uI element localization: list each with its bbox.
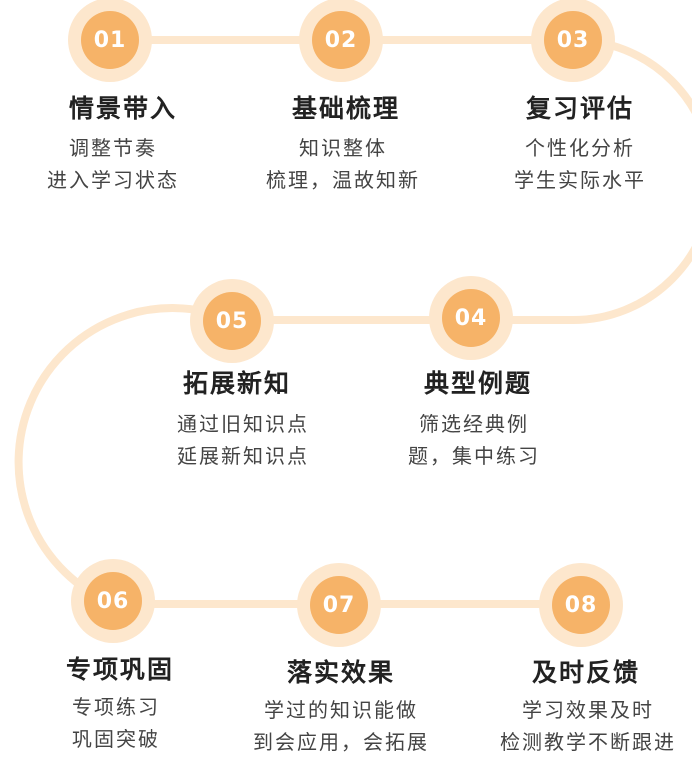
step-03-number: 03 bbox=[544, 11, 602, 69]
step-05-title: 拓展新知 bbox=[182, 369, 292, 398]
step-06-badge: 06 bbox=[71, 559, 155, 643]
step-08-desc-line-2: 检测教学不断跟进 bbox=[500, 730, 676, 754]
step-04-desc-line-1: 筛选经典例 bbox=[419, 412, 529, 436]
step-04-badge: 04 bbox=[429, 276, 513, 360]
step-02-description: 知识整体 梳理，温故知新 bbox=[266, 132, 420, 196]
step-01-description: 调整节奏 进入学习状态 bbox=[47, 132, 179, 196]
step-07-desc-line-1: 学过的知识能做 bbox=[264, 698, 418, 722]
step-05-desc-line-2: 延展新知识点 bbox=[177, 444, 309, 468]
step-07-badge: 07 bbox=[297, 563, 381, 647]
step-01-badge: 01 bbox=[68, 0, 152, 82]
step-03-description: 个性化分析 学生实际水平 bbox=[514, 132, 646, 196]
step-01-title: 情景带入 bbox=[68, 94, 178, 123]
step-06-number: 06 bbox=[84, 572, 142, 630]
step-07-description: 学过的知识能做 到会应用，会拓展 bbox=[253, 694, 429, 758]
step-05-description: 通过旧知识点 延展新知识点 bbox=[177, 408, 309, 472]
step-05-badge: 05 bbox=[190, 279, 274, 363]
step-06-desc-line-1: 专项练习 bbox=[72, 695, 160, 719]
step-04-number: 04 bbox=[442, 289, 500, 347]
step-05-number: 05 bbox=[203, 292, 261, 350]
step-04-title: 典型例题 bbox=[423, 369, 533, 398]
step-07-number: 07 bbox=[310, 576, 368, 634]
step-02-number: 02 bbox=[312, 11, 370, 69]
step-02-desc-line-2: 梳理，温故知新 bbox=[266, 168, 420, 192]
step-05-desc-line-1: 通过旧知识点 bbox=[177, 412, 309, 436]
step-04-description: 筛选经典例 题，集中练习 bbox=[408, 408, 540, 472]
step-03-title: 复习评估 bbox=[525, 94, 635, 123]
step-01-desc-line-1: 调整节奏 bbox=[69, 136, 157, 160]
step-01-number: 01 bbox=[81, 11, 139, 69]
step-07-title: 落实效果 bbox=[286, 658, 396, 687]
step-03-desc-line-2: 学生实际水平 bbox=[514, 168, 646, 192]
step-07-desc-line-2: 到会应用，会拓展 bbox=[253, 730, 429, 754]
step-08-title: 及时反馈 bbox=[531, 658, 641, 687]
step-02-desc-line-1: 知识整体 bbox=[299, 136, 387, 160]
step-08-desc-line-1: 学习效果及时 bbox=[522, 698, 654, 722]
step-06-description: 专项练习 巩固突破 bbox=[72, 691, 160, 755]
step-02-badge: 02 bbox=[299, 0, 383, 82]
step-08-badge: 08 bbox=[539, 563, 623, 647]
step-02-title: 基础梳理 bbox=[291, 94, 401, 123]
step-03-desc-line-1: 个性化分析 bbox=[525, 136, 635, 160]
step-08-description: 学习效果及时 检测教学不断跟进 bbox=[500, 694, 676, 758]
step-08-number: 08 bbox=[552, 576, 610, 634]
step-06-desc-line-2: 巩固突破 bbox=[72, 727, 160, 751]
step-04-desc-line-2: 题，集中练习 bbox=[408, 444, 540, 468]
step-03-badge: 03 bbox=[531, 0, 615, 82]
step-06-title: 专项巩固 bbox=[65, 655, 175, 684]
step-01-desc-line-2: 进入学习状态 bbox=[47, 168, 179, 192]
